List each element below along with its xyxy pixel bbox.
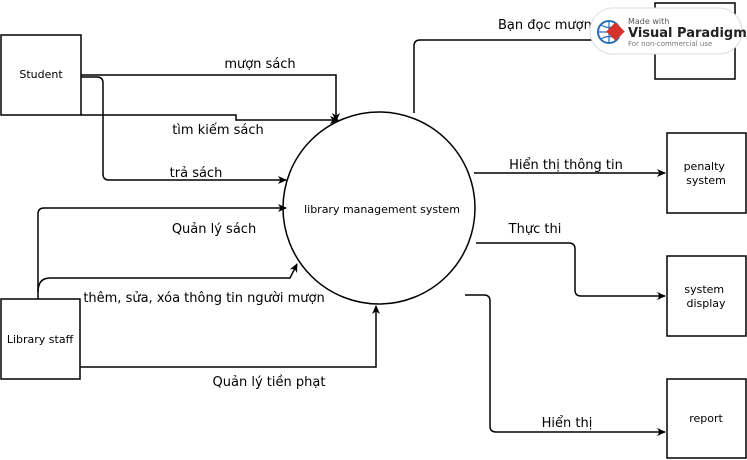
diamond-logo-icon: [606, 22, 625, 41]
flow-tim-kiem-sach: [81, 114, 339, 124]
flow-thuc-thi: [476, 242, 666, 300]
flow-quan-ly-tien-phat: [80, 305, 380, 368]
student-entity[interactable]: Student: [0, 34, 82, 116]
report-label: report: [689, 412, 723, 425]
report-entity[interactable]: report: [666, 378, 747, 459]
library-staff-label: Library staff: [7, 333, 74, 346]
watermark-line3: For non-commercial use: [628, 40, 712, 48]
visual-paradigm-watermark: Made with Visual Paradigm For non-commer…: [589, 7, 747, 55]
library-staff-entity[interactable]: Library staff: [0, 298, 81, 380]
flow-tra-sach: [81, 76, 287, 184]
watermark-line1: Made with: [628, 17, 669, 26]
process-circle[interactable]: library management system: [282, 111, 476, 305]
penalty-system-label-line1: penalty: [684, 160, 726, 173]
system-display-entity[interactable]: system display: [666, 255, 747, 337]
process-label: library management system: [304, 203, 460, 216]
flow-tim-kiem-sach-label: tìm kiếm sách: [172, 123, 264, 138]
flow-hien-thi-thong-tin-label: Hiển thị thông tin: [509, 158, 623, 173]
system-display-label-line2: display: [686, 297, 726, 310]
flow-ban-doc-muon-label: Bạn đọc mượn: [498, 18, 592, 33]
penalty-system-entity[interactable]: penalty system: [666, 132, 747, 214]
system-display-label: system display: [684, 283, 727, 310]
flow-thuc-thi-label: Thực thi: [508, 222, 562, 237]
system-display-label-line1: system: [684, 283, 724, 296]
student-label: Student: [19, 68, 63, 81]
flow-muon-sach: [81, 74, 340, 122]
flow-them-sua-xoa-label: thêm, sửa, xóa thông tin người mượn: [83, 291, 324, 306]
flow-muon-sach-label: mượn sách: [224, 57, 295, 72]
flow-quan-ly-sach-label: Quản lý sách: [172, 222, 256, 237]
flow-quan-ly-tien-phat-label: Quản lý tiền phạt: [213, 375, 326, 390]
flow-quan-ly-sach: [37, 204, 287, 299]
flow-them-sua-xoa: [37, 263, 298, 293]
penalty-system-label-line2: system: [686, 174, 726, 187]
flow-ban-doc-muon: [413, 39, 655, 113]
flow-tra-sach-label: trả sách: [170, 166, 223, 181]
watermark-line2: Visual Paradigm: [628, 26, 747, 41]
flow-hien-thi-label: Hiển thị: [542, 416, 593, 431]
flow-hien-thi: [465, 294, 666, 436]
penalty-system-label: penalty system: [684, 160, 729, 187]
